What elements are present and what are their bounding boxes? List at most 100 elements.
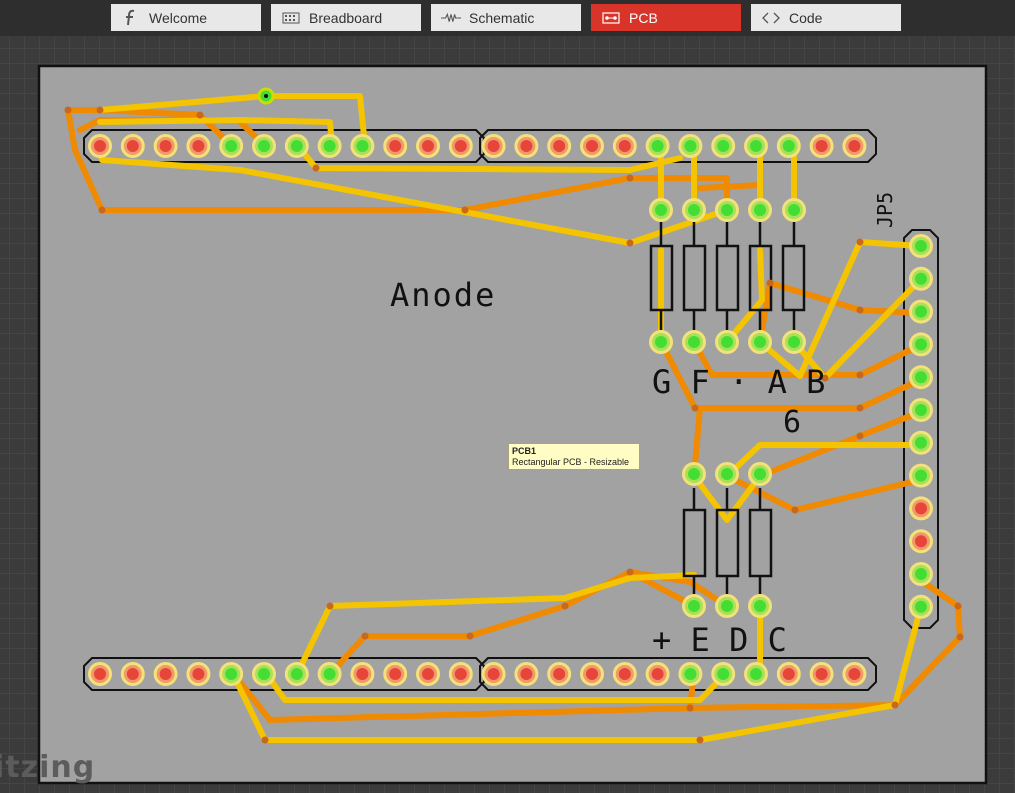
resistors[interactable] <box>649 222 806 594</box>
tooltip-subtitle: Rectangular PCB - Resizable <box>512 457 630 467</box>
pad-center <box>717 140 730 152</box>
pad-center <box>422 140 434 152</box>
pad-center <box>915 338 927 351</box>
jp5-header-outline <box>903 229 939 629</box>
pcb-tooltip: PCB1 Rectangular PCB - Resizable <box>508 443 640 470</box>
pad-center <box>323 668 336 680</box>
pad-center <box>618 668 631 680</box>
bottom-header-left-outline <box>83 657 485 691</box>
pad-center <box>915 404 927 416</box>
pad-center <box>915 502 927 515</box>
bottom-header-right-outline <box>479 657 877 691</box>
pad-center <box>225 140 238 152</box>
view-tab-bar: Welcome Breadboard Schematic PCB Code <box>0 0 1015 36</box>
label-segment-6: 6 <box>783 405 801 440</box>
pad-center <box>915 469 927 482</box>
pad-center <box>586 668 598 680</box>
tab-label: PCB <box>629 9 658 26</box>
pad-center <box>651 140 664 152</box>
pad-center <box>688 336 700 348</box>
tab-label: Welcome <box>149 9 208 26</box>
pad-center <box>655 336 667 348</box>
pads[interactable] <box>88 134 933 686</box>
pad-center <box>553 140 566 152</box>
pad-center <box>848 140 861 152</box>
tab-pcb[interactable]: PCB <box>591 4 741 31</box>
pad-center <box>487 140 500 152</box>
label-segments-bottom: + E D C <box>652 621 787 659</box>
tooltip-title: PCB1 <box>512 446 537 456</box>
pad-center <box>356 668 369 680</box>
pad-center <box>717 668 730 680</box>
pad-center <box>192 668 205 680</box>
pad-center <box>782 668 795 680</box>
pad-center <box>618 140 631 152</box>
pad-center <box>684 140 697 152</box>
pad-center <box>750 140 762 152</box>
pad-center <box>225 668 238 680</box>
pad-center <box>915 568 927 580</box>
pad-center <box>94 140 106 152</box>
fritzing-f-icon <box>121 9 141 26</box>
pad-center <box>126 668 139 680</box>
label-segments-top: G F · A B <box>652 363 825 401</box>
pad-center <box>915 535 927 548</box>
pad-center <box>915 272 927 285</box>
fritzing-watermark: itzing <box>0 750 96 785</box>
pad-center <box>159 668 172 680</box>
breadboard-icon <box>281 10 301 26</box>
pad-center <box>688 204 700 216</box>
pad-center <box>655 204 667 216</box>
pad-center <box>915 305 927 318</box>
pad-center <box>126 140 139 152</box>
pad-center <box>356 140 369 152</box>
tab-label: Code <box>789 9 823 26</box>
pad-center <box>454 668 467 680</box>
schematic-wave-icon <box>441 10 461 26</box>
label-jp5: JP5 <box>873 192 897 228</box>
pad-center <box>651 668 664 680</box>
pad-center <box>782 140 795 152</box>
pad-center <box>389 668 402 680</box>
vias <box>64 106 964 744</box>
pad-center <box>721 336 733 348</box>
tab-code[interactable]: Code <box>751 4 901 31</box>
pad-center <box>520 668 533 680</box>
pad-center <box>389 140 402 152</box>
tab-schematic[interactable]: Schematic <box>431 4 581 31</box>
pad-center <box>684 668 697 680</box>
tab-label: Schematic <box>469 9 535 26</box>
pad-center <box>94 668 106 680</box>
pad-center <box>754 336 766 348</box>
pad-center <box>721 600 733 612</box>
pad-center <box>754 468 766 480</box>
pad-center <box>258 140 270 152</box>
pad-center <box>721 204 733 216</box>
tab-breadboard[interactable]: Breadboard <box>271 4 421 31</box>
pad-center <box>290 140 303 152</box>
tab-welcome[interactable]: Welcome <box>111 4 261 31</box>
pad-center <box>721 468 733 480</box>
pad-center <box>788 204 800 216</box>
pad-center <box>422 668 434 680</box>
pad-center <box>586 140 598 152</box>
pad-center <box>487 668 500 680</box>
pad-center <box>520 140 533 152</box>
pad-center <box>754 204 766 216</box>
pad-center <box>915 240 927 252</box>
pad-center <box>788 336 800 348</box>
label-anode: Anode <box>390 276 496 314</box>
pad-center <box>454 140 467 152</box>
tab-label: Breadboard <box>309 9 383 26</box>
pad-center <box>688 468 700 480</box>
pcb-icon <box>601 10 621 26</box>
pad-center <box>915 371 927 384</box>
top-header-left-outline <box>83 129 485 163</box>
pad-center <box>915 600 927 613</box>
pad-center <box>192 140 205 152</box>
pad-center <box>750 668 762 680</box>
pad-center <box>754 600 766 612</box>
pad-center <box>159 140 172 152</box>
pad-center <box>323 140 336 152</box>
